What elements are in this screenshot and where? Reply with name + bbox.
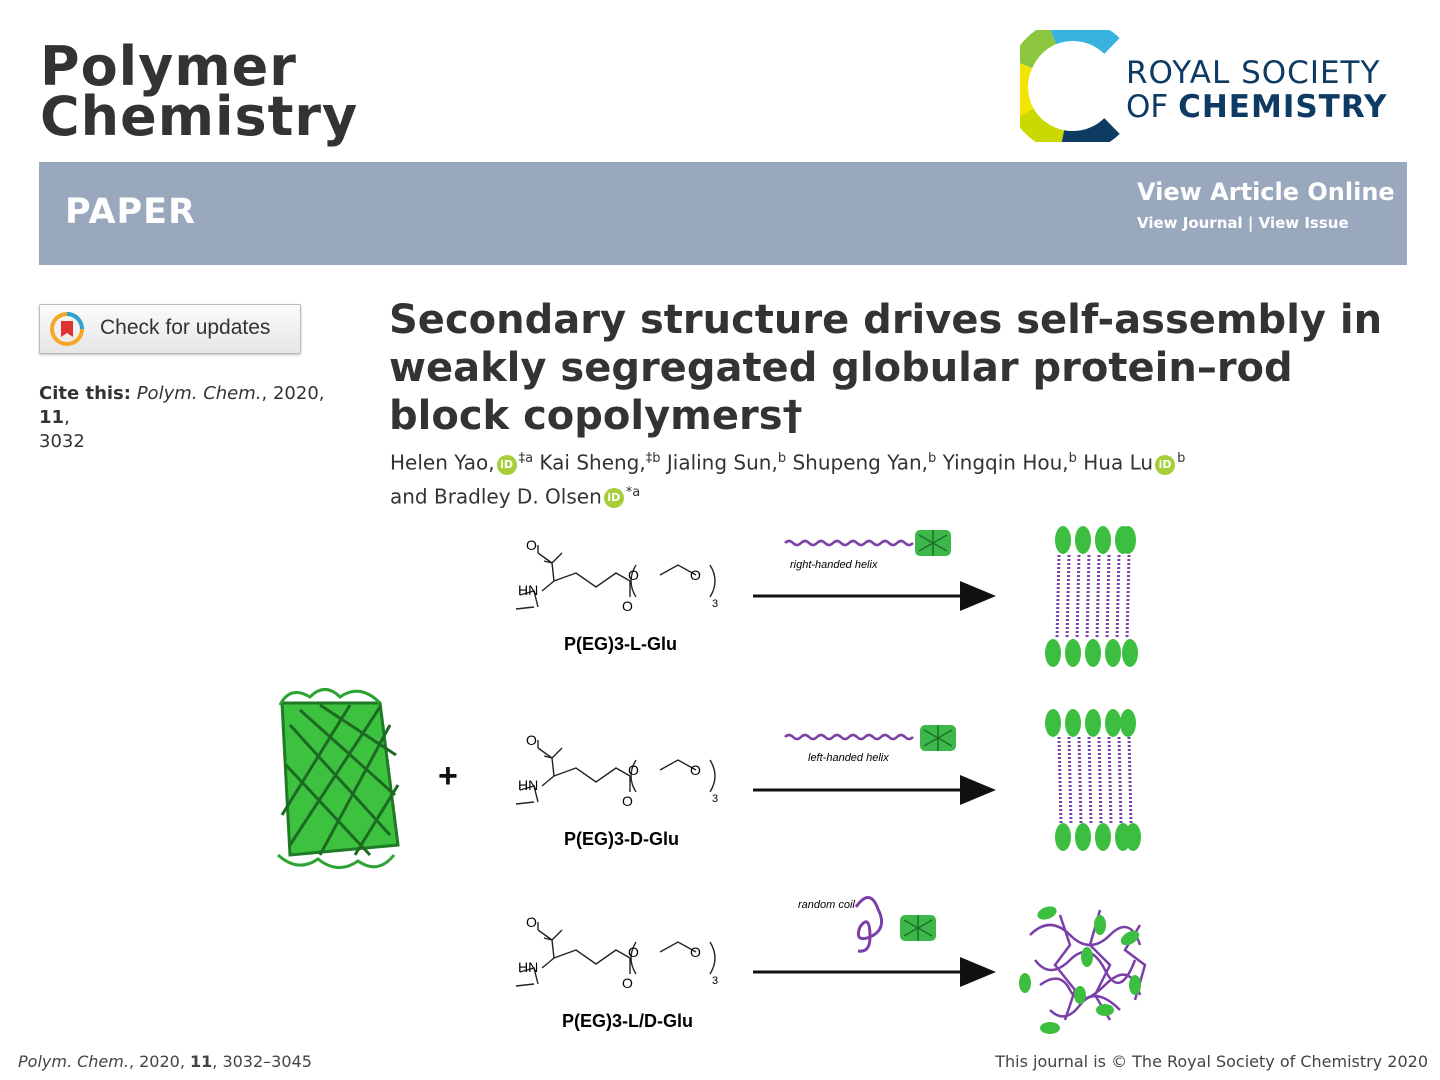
author-4-aff: b [927, 451, 937, 466]
author-3[interactable]: Jialing Sun, [660, 450, 778, 475]
author-7[interactable]: and Bradley D. Olsen [390, 484, 602, 509]
author-1[interactable]: Helen Yao, [390, 450, 495, 475]
crossmark-icon [50, 312, 84, 346]
atom-o-1d: O [690, 567, 701, 583]
subscript-3-1: 3 [712, 598, 718, 610]
check-for-updates-button[interactable]: Check for updates [39, 304, 301, 354]
rsc-line2-prefix: OF [1126, 89, 1179, 125]
cite-sep: , [64, 407, 70, 428]
subscript-3-3: 3 [712, 975, 718, 987]
disordered-assembly [1019, 906, 1147, 1034]
view-article-online-link[interactable]: View Article Online [1137, 178, 1395, 206]
lamellar-assembly-1 [1045, 526, 1138, 667]
row3-label: P(EG)3-L/D-Glu [562, 1011, 693, 1031]
row2-label: P(EG)3-D-Glu [564, 829, 679, 849]
footer-volume: 11 [190, 1052, 213, 1071]
footer-year: , 2020, [128, 1052, 190, 1071]
author-5-aff: b [1068, 451, 1077, 466]
atom-o-2c: O [628, 762, 639, 778]
banner-links: View Article Online View Journal | View … [1137, 178, 1395, 232]
journal-name-line2: Chemistry [40, 85, 359, 148]
author-3-aff: b [777, 451, 787, 466]
random-coil [854, 896, 884, 953]
cite-label: Cite this: [39, 383, 131, 404]
rsc-line2: OF CHEMISTRY [1126, 90, 1387, 124]
link-separator: | [1242, 214, 1259, 232]
atom-o-3b: O [622, 975, 633, 991]
footer-citation: Polym. Chem., 2020, 11, 3032–3045 [18, 1052, 312, 1071]
footer-pages: , 3032–3045 [212, 1052, 312, 1071]
footer-copyright: This journal is © The Royal Society of C… [995, 1052, 1428, 1071]
helix1-label: right-handed helix [790, 559, 878, 571]
atom-hn-1: HN [518, 582, 538, 598]
orcid-icon[interactable]: iD [496, 454, 517, 475]
author-2-aff: ‡b [645, 451, 661, 466]
atom-o-2d: O [690, 762, 701, 778]
atom-o-1b: O [622, 598, 633, 614]
helix-2 [784, 733, 914, 741]
atom-o-3d: O [690, 944, 701, 960]
lamellar-assembly-2 [1045, 709, 1141, 851]
author-2[interactable]: Kai Sheng, [533, 450, 646, 475]
orcid-icon[interactable]: iD [1155, 454, 1176, 475]
atom-o-2b: O [622, 793, 633, 809]
author-4[interactable]: Shupeng Yan, [786, 450, 928, 475]
atom-hn-2: HN [518, 777, 538, 793]
atom-hn-3: HN [518, 959, 538, 975]
coil-label: random coil [798, 899, 855, 911]
row1-label: P(EG)3-L-Glu [564, 634, 677, 654]
article-type: PAPER [65, 192, 197, 232]
atom-o-1c: O [628, 567, 639, 583]
rsc-line1: ROYAL SOCIETY [1126, 55, 1381, 91]
author-list: Helen Yao,iD‡a Kai Sheng,‡b Jialing Sun,… [390, 444, 1390, 511]
monomer-structure-1: O HN O O O 3 [515, 537, 718, 614]
graphical-abstract-figure: + O HN O O O 3 P(EG)3-L-Glu right-handed… [276, 526, 1147, 1034]
rsc-wordmark: ROYAL SOCIETY OF CHEMISTRY [1126, 56, 1387, 124]
cite-pages: 3032 [39, 431, 85, 452]
monomer-structure-2: O HN O O O 3 [515, 732, 718, 809]
atom-o-1: O [526, 537, 537, 553]
author-5[interactable]: Yingqin Hou, [936, 450, 1069, 475]
sub-links: View Journal | View Issue [1137, 214, 1395, 232]
helix2-label: left-handed helix [808, 752, 889, 764]
article-title: Secondary structure drives self-assembly… [389, 297, 1383, 439]
author-7-aff: *a [625, 484, 641, 500]
journal-name-line1: Polymer [40, 35, 297, 98]
cite-volume: 11 [39, 407, 65, 428]
rsc-logo-icon [1020, 30, 1120, 142]
journal-name: Polymer Chemistry [40, 35, 359, 148]
plus-sign: + [438, 757, 458, 795]
atom-o-2: O [526, 732, 537, 748]
check-for-updates-label: Check for updates [100, 316, 271, 339]
rsc-line2-bold: CHEMISTRY [1178, 89, 1388, 125]
cite-journal: Polym. Chem. [136, 383, 262, 404]
author-1-aff: ‡a [518, 451, 534, 466]
helix-1 [784, 539, 914, 547]
orcid-icon[interactable]: iD [603, 488, 624, 509]
article-banner: PAPER View Article Online View Journal |… [39, 162, 1407, 265]
monomer-structure-3: O HN O O O 3 [515, 914, 718, 991]
author-6[interactable]: Hua Lu [1076, 450, 1154, 475]
view-issue-link[interactable]: View Issue [1258, 214, 1349, 232]
atom-o-3: O [526, 914, 537, 930]
author-6-aff: b [1177, 451, 1186, 466]
cite-year: , 2020, [261, 383, 325, 404]
atom-o-3c: O [628, 944, 639, 960]
view-journal-link[interactable]: View Journal [1137, 214, 1243, 232]
subscript-3-2: 3 [712, 793, 718, 805]
citation: Cite this: Polym. Chem., 2020, 11, 3032 [39, 382, 359, 454]
footer-journal: Polym. Chem. [18, 1052, 129, 1071]
gfp-protein-icon [276, 688, 400, 869]
